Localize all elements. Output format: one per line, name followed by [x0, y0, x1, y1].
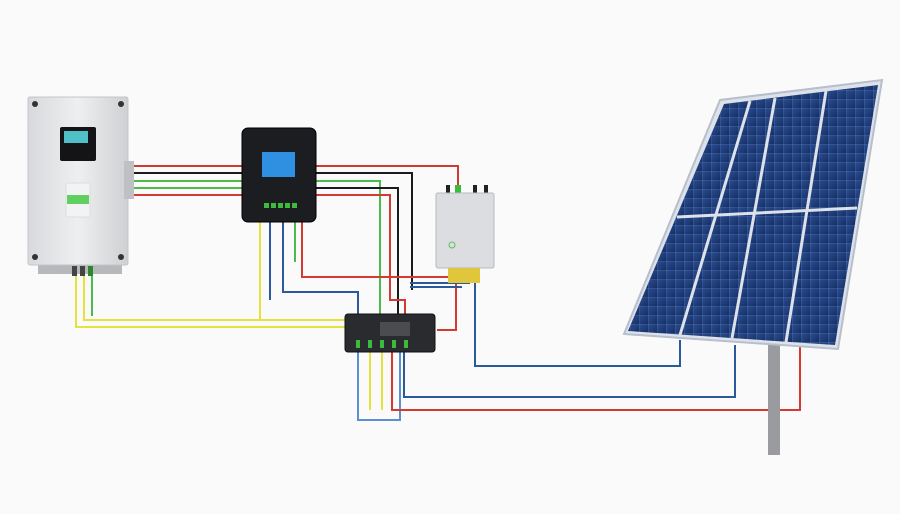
wire-blue [474, 283, 681, 367]
inverter [27, 96, 134, 276]
charge-controller [241, 127, 317, 223]
wire-black [134, 172, 413, 290]
wire-yellow [75, 274, 345, 328]
wire-green [134, 180, 381, 314]
panel-pole [768, 340, 780, 455]
combiner-box [344, 313, 436, 353]
wire-red [134, 165, 459, 186]
solar-panel [622, 78, 884, 455]
wire-black [316, 187, 399, 314]
controller-display [262, 152, 295, 177]
wire-red [391, 345, 801, 411]
wire-yellow [369, 352, 383, 410]
junction-box [435, 185, 495, 283]
wire-blue [410, 282, 470, 288]
wires [75, 165, 801, 421]
wire-blue [403, 345, 736, 398]
wire-blue [282, 222, 359, 314]
wire-blue [357, 352, 401, 421]
wire-red [134, 194, 406, 314]
wire-yellow [83, 274, 345, 321]
